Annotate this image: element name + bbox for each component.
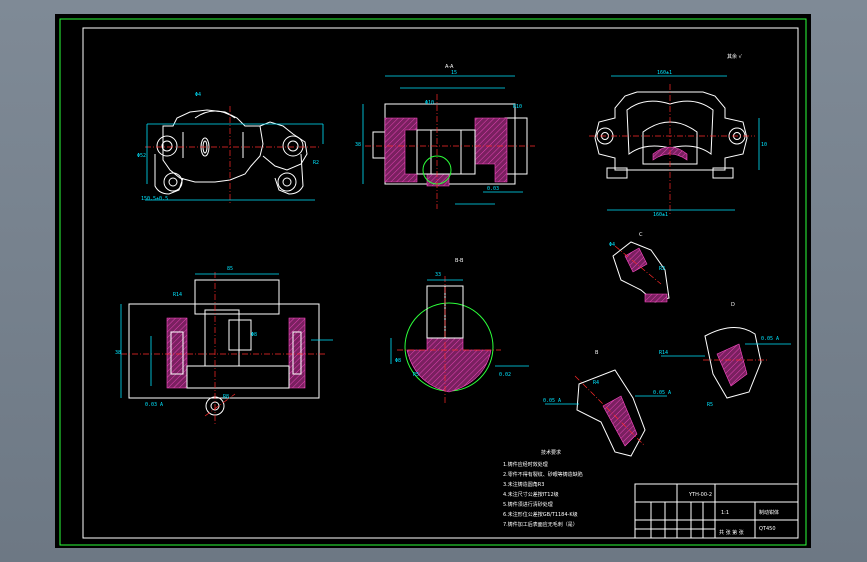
scale: 1:1 [721, 510, 729, 516]
svg-text:38: 38 [115, 350, 121, 356]
svg-text:38: 38 [355, 142, 361, 148]
section-b-label: B-B [455, 258, 464, 264]
sheet-count: 共 张 第 张 [719, 529, 744, 536]
svg-text:Φ10: Φ10 [425, 100, 434, 106]
outer-frame [59, 18, 807, 546]
tech-req-item: 7.铸件加工后表面应无毛刺（是） [503, 521, 578, 528]
view-detail-e[interactable]: B 0.05 A 0.05 A R4 [543, 350, 671, 457]
view-front-elevation[interactable]: Φ52 Φ4 R2 150.5±0.5 [137, 92, 324, 204]
drawing-number: YTH-00-2 [688, 492, 712, 498]
svg-text:0.05 A: 0.05 A [653, 390, 671, 396]
tech-req-item: 6.未注形位公差按GB/T1184-K级 [503, 511, 578, 518]
svg-text:R2: R2 [313, 160, 319, 166]
view-side[interactable]: 160±1 160±1 10 [589, 70, 767, 218]
tech-req-item: 4.未注尺寸公差按IT12级 [503, 491, 559, 498]
svg-text:Φ8: Φ8 [395, 358, 401, 364]
tech-req-title: 技术要求 [541, 449, 561, 456]
svg-text:R8: R8 [223, 394, 229, 400]
svg-text:R5: R5 [707, 402, 713, 408]
svg-text:Φ4: Φ4 [195, 92, 201, 98]
svg-text:Φ52: Φ52 [137, 153, 146, 159]
svg-text:R3: R3 [659, 266, 665, 272]
technical-requirements: 技术要求 1.铸件应经时效处理 2.零件不得有裂纹、砂眼等铸造缺陷 3.未注铸造… [503, 449, 583, 528]
roughness-note: 其余 √ [727, 53, 743, 60]
detail-d-label: D [731, 302, 735, 308]
svg-text:33: 33 [435, 272, 441, 278]
detail-c-label: C [639, 232, 643, 238]
view-detail-c[interactable]: C R3 Φ4 [609, 232, 670, 303]
svg-text:Φ4: Φ4 [609, 242, 615, 248]
view-detail-d[interactable]: D R14 0.05 A R5 [659, 302, 791, 408]
view-section-a[interactable]: A-A 15 Φ10 R10 38 0.03 [355, 64, 535, 209]
svg-text:85: 85 [227, 266, 233, 272]
title-block[interactable]: YTH-00-2 制动钳体 QT450 1:1 共 张 第 张 [634, 483, 799, 539]
svg-text:160±1: 160±1 [657, 70, 672, 76]
tech-req-item: 1.铸件应经时效处理 [503, 461, 548, 468]
tech-req-item: 2.零件不得有裂纹、砂眼等铸造缺陷 [503, 471, 583, 478]
tech-req-item: 3.未注铸造圆角R3 [503, 481, 544, 488]
svg-text:0.03 A: 0.03 A [145, 402, 163, 408]
section-a-label: A-A [445, 64, 454, 70]
view-section-b[interactable]: B-B 33 Φ8 0.02 R5 [390, 258, 529, 404]
view-plan[interactable]: 85 R14 38 0.03 A R8 Φ8 [115, 266, 333, 424]
svg-text:R14: R14 [659, 350, 668, 356]
svg-text:0.03: 0.03 [487, 186, 499, 192]
svg-text:15: 15 [451, 70, 457, 76]
svg-text:0.02: 0.02 [499, 372, 511, 378]
svg-text:R4: R4 [593, 380, 599, 386]
svg-text:R5: R5 [413, 372, 419, 378]
detail-e-label: B [595, 350, 599, 356]
svg-text:10: 10 [761, 142, 767, 148]
cad-drawing: 其余 √ Φ52 Φ4 R2 150.5±0.5 A-A [59, 18, 807, 546]
part-name: 制动钳体 [759, 509, 779, 516]
svg-text:R14: R14 [173, 292, 182, 298]
inner-frame [82, 27, 799, 539]
svg-text:150.5±0.5: 150.5±0.5 [141, 196, 168, 202]
material: QT450 [759, 526, 776, 532]
svg-text:0.05 A: 0.05 A [543, 398, 561, 404]
svg-text:0.05 A: 0.05 A [761, 336, 779, 342]
cad-viewport[interactable]: 其余 √ Φ52 Φ4 R2 150.5±0.5 A-A [55, 14, 811, 548]
svg-text:Φ8: Φ8 [251, 332, 257, 338]
tech-req-item: 5.铸件须进行清砂处理 [503, 501, 553, 508]
svg-text:160±1: 160±1 [653, 212, 668, 218]
svg-text:R10: R10 [513, 104, 522, 110]
